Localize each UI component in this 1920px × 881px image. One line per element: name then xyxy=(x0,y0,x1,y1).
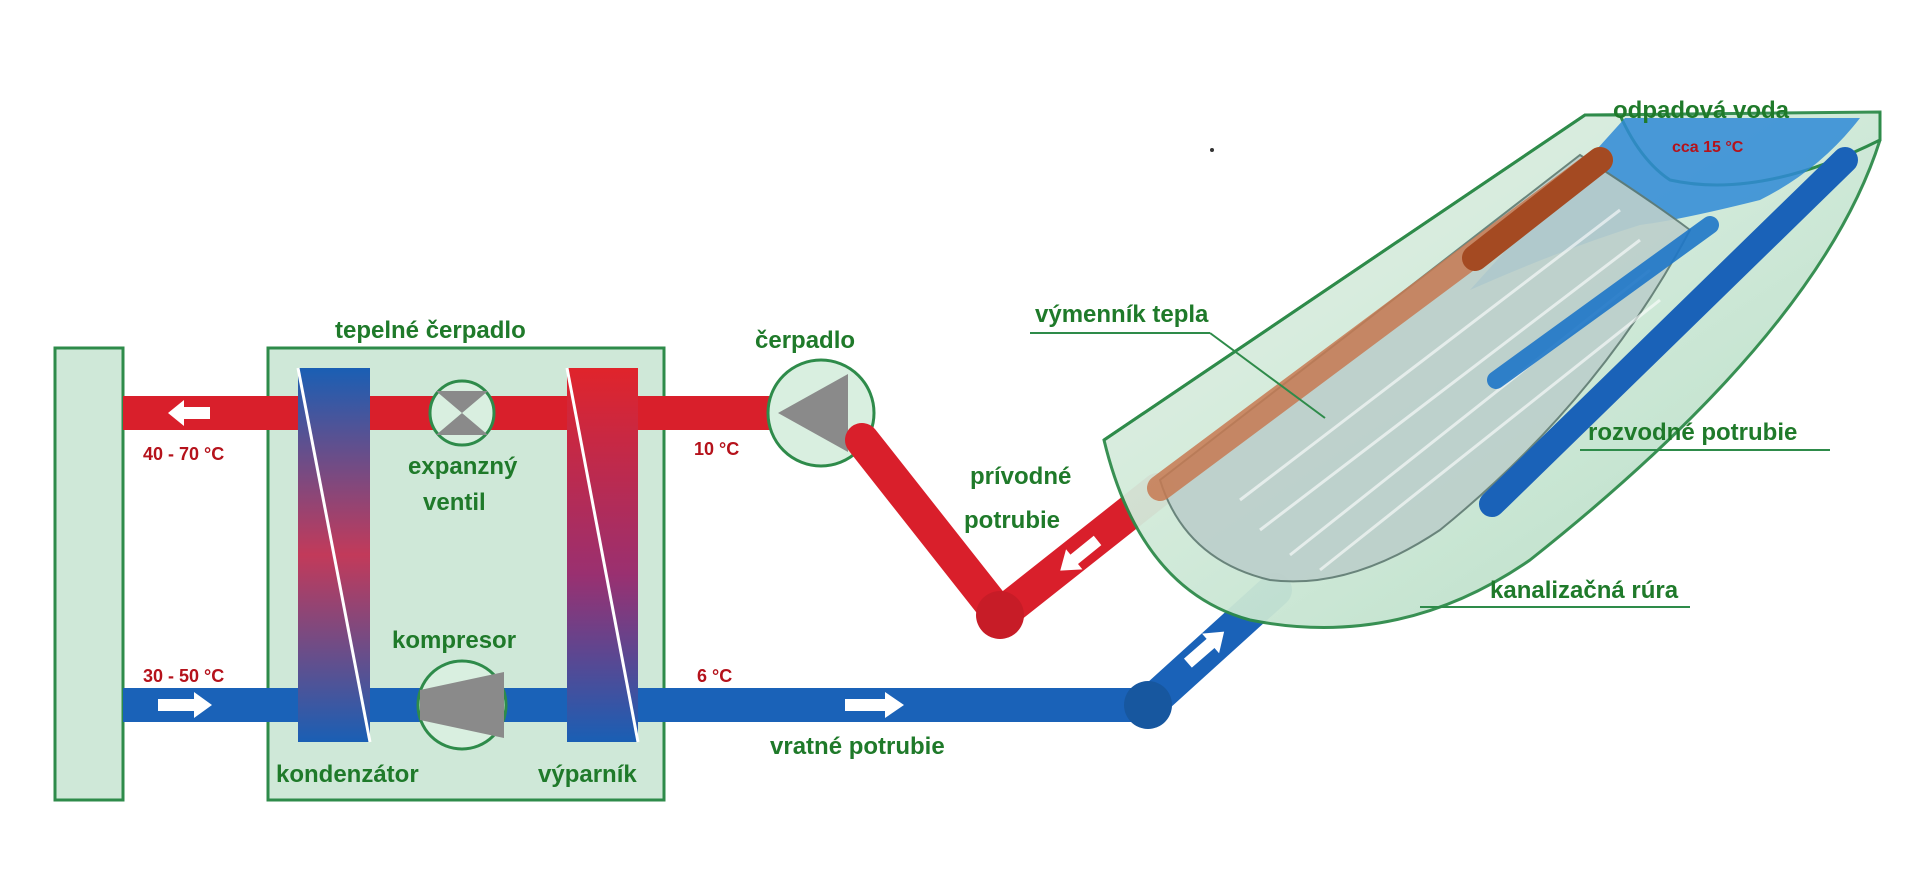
temp-warm-return: 30 - 50 °C xyxy=(143,666,224,686)
return-elbow xyxy=(1124,681,1172,729)
return-pipe-arrow-icon xyxy=(845,692,904,718)
heat-exchanger-label: výmenník tepla xyxy=(1035,301,1209,328)
supply-pipe-label-1: prívodné xyxy=(970,463,1071,490)
waste-water-label: odpadová voda xyxy=(1613,97,1790,124)
temp-return: 6 °C xyxy=(697,666,732,686)
return-up-arrow-icon xyxy=(1183,631,1225,668)
expansion-valve-label-1: expanzný xyxy=(408,453,518,480)
sewer-pipe-label: kanalizačná rúra xyxy=(1490,577,1679,604)
distribution-pipes-label: rozvodné potrubie xyxy=(1588,419,1797,446)
heat-exchanger-coils xyxy=(1239,208,1661,572)
condenser-divider xyxy=(296,367,372,743)
evaporator-divider xyxy=(565,367,640,743)
evaporator-label: výparník xyxy=(538,761,637,788)
return-in-arrow-icon xyxy=(158,692,212,718)
hot-out-arrow-icon xyxy=(168,400,210,426)
supply-elbow xyxy=(976,591,1024,639)
distribution-pipe-front xyxy=(1479,147,1858,517)
compressor-label: kompresor xyxy=(392,627,516,654)
heat-exchanger-body xyxy=(1158,153,1692,583)
return-pipe-label: vratné potrubie xyxy=(770,733,945,760)
expansion-valve-icon xyxy=(428,379,496,447)
building-block xyxy=(53,346,125,802)
supply-pipe-label-2: potrubie xyxy=(964,507,1060,534)
expansion-valve-label-2: ventil xyxy=(423,489,486,516)
heat-pump-label: tepelné čerpadlo xyxy=(335,317,526,344)
temp-waste-water: cca 15 °C xyxy=(1672,139,1744,156)
temp-supply: 10 °C xyxy=(694,439,739,459)
supply-pipe-arrow-icon xyxy=(1060,535,1102,571)
copper-supply-line-end xyxy=(1462,147,1613,271)
heat-exchanger-leader-diag xyxy=(1209,332,1326,419)
supply-pipe-down xyxy=(845,423,1017,632)
stray-dot xyxy=(1210,148,1214,152)
temp-hot-out: 40 - 70 °C xyxy=(143,444,224,464)
compressor-icon xyxy=(416,659,508,751)
distribution-pipe-back xyxy=(1487,216,1719,389)
pump-label: čerpadlo xyxy=(755,327,855,354)
condenser-label: kondenzátor xyxy=(276,761,419,788)
